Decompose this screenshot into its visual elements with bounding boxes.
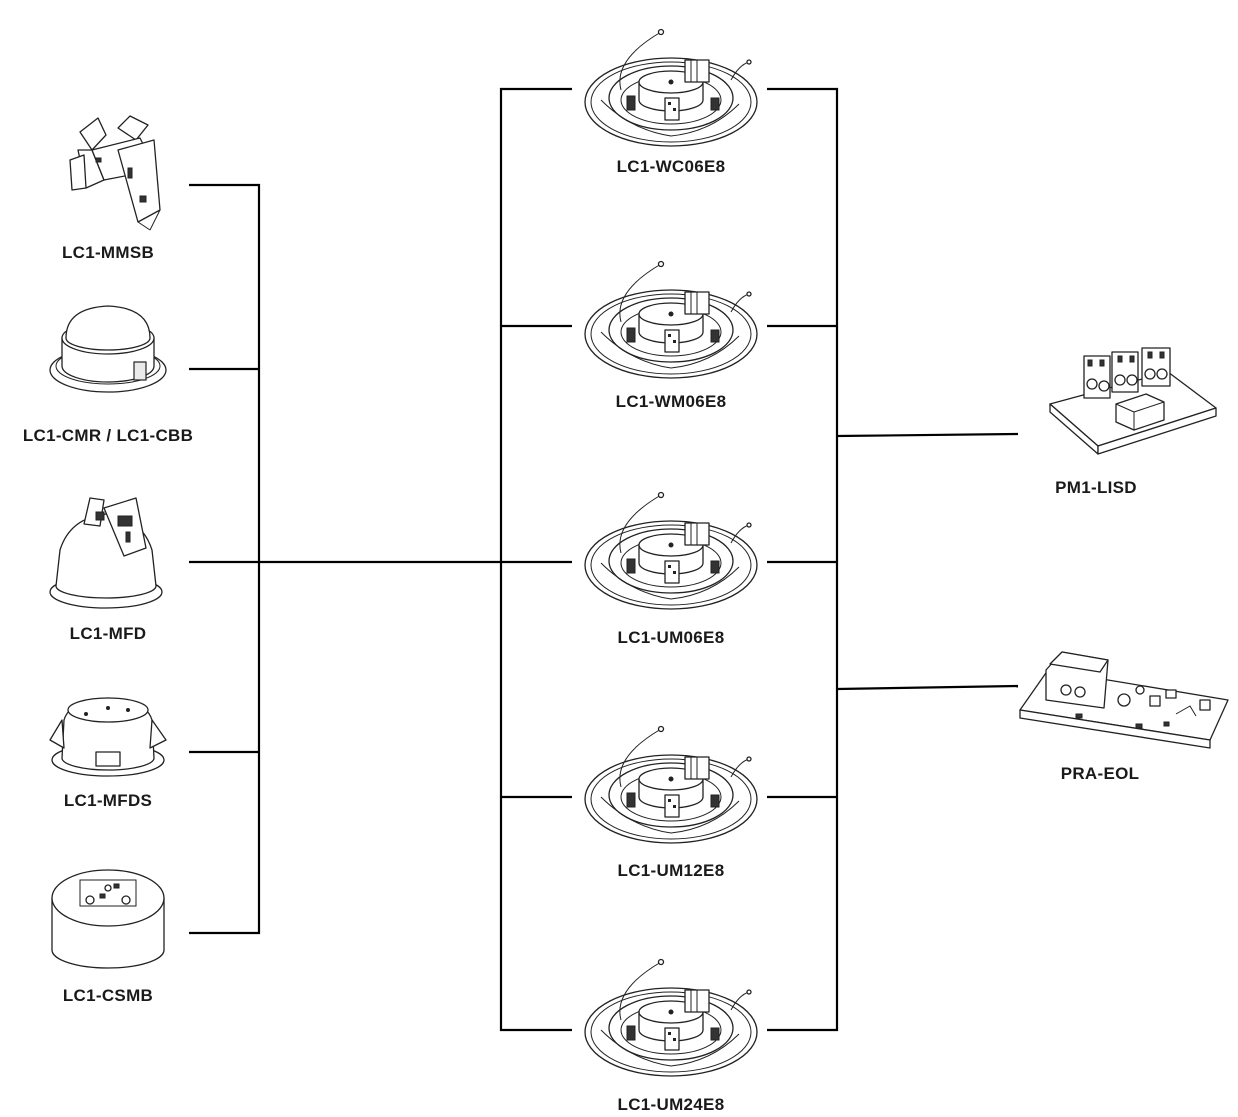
line-isolator-board-icon (1049, 347, 1217, 455)
accessory-labels: LC1-MMSB LC1-CMR / LC1-CBB LC1-MFD LC1-M… (23, 243, 193, 1005)
label-lc1-wm06e8: LC1-WM06E8 (616, 392, 727, 411)
loudspeaker-wm06e8-icon (584, 260, 758, 379)
fire-dome-small-icon (49, 697, 167, 777)
label-lc1-um06e8: LC1-UM06E8 (618, 628, 725, 647)
module-labels: PM1-LISD PRA-EOL (1055, 478, 1139, 783)
end-of-line-board-icon (1019, 651, 1229, 749)
loudspeaker-wc06e8-icon (584, 28, 758, 147)
mounting-bracket-icon (69, 115, 161, 231)
loudspeaker-um06e8-icon (584, 491, 758, 610)
label-pra-eol: PRA-EOL (1061, 764, 1140, 783)
label-lc1-um12e8: LC1-UM12E8 (618, 861, 725, 880)
back-box-icon (49, 305, 167, 393)
label-lc1-mfds: LC1-MFDS (64, 791, 152, 810)
loudspeaker-labels: LC1-WC06E8 LC1-WM06E8 LC1-UM06E8 LC1-UM1… (616, 157, 727, 1114)
label-lc1-um24e8: LC1-UM24E8 (618, 1095, 725, 1114)
loudspeaker-um24e8-icon (584, 958, 758, 1077)
label-pm1-lisd: PM1-LISD (1055, 478, 1137, 497)
label-lc1-mmsb: LC1-MMSB (62, 243, 154, 262)
label-lc1-mfd: LC1-MFD (70, 624, 147, 643)
fire-dome-icon (49, 497, 163, 609)
loudspeaker-um12e8-icon (584, 725, 758, 844)
label-lc1-wc06e8: LC1-WC06E8 (617, 157, 726, 176)
label-lc1-cmr-cbb: LC1-CMR / LC1-CBB (23, 426, 193, 445)
surface-mount-box-icon (51, 869, 165, 969)
label-lc1-csmb: LC1-CSMB (63, 986, 153, 1005)
wiring (189, 87, 1019, 1032)
